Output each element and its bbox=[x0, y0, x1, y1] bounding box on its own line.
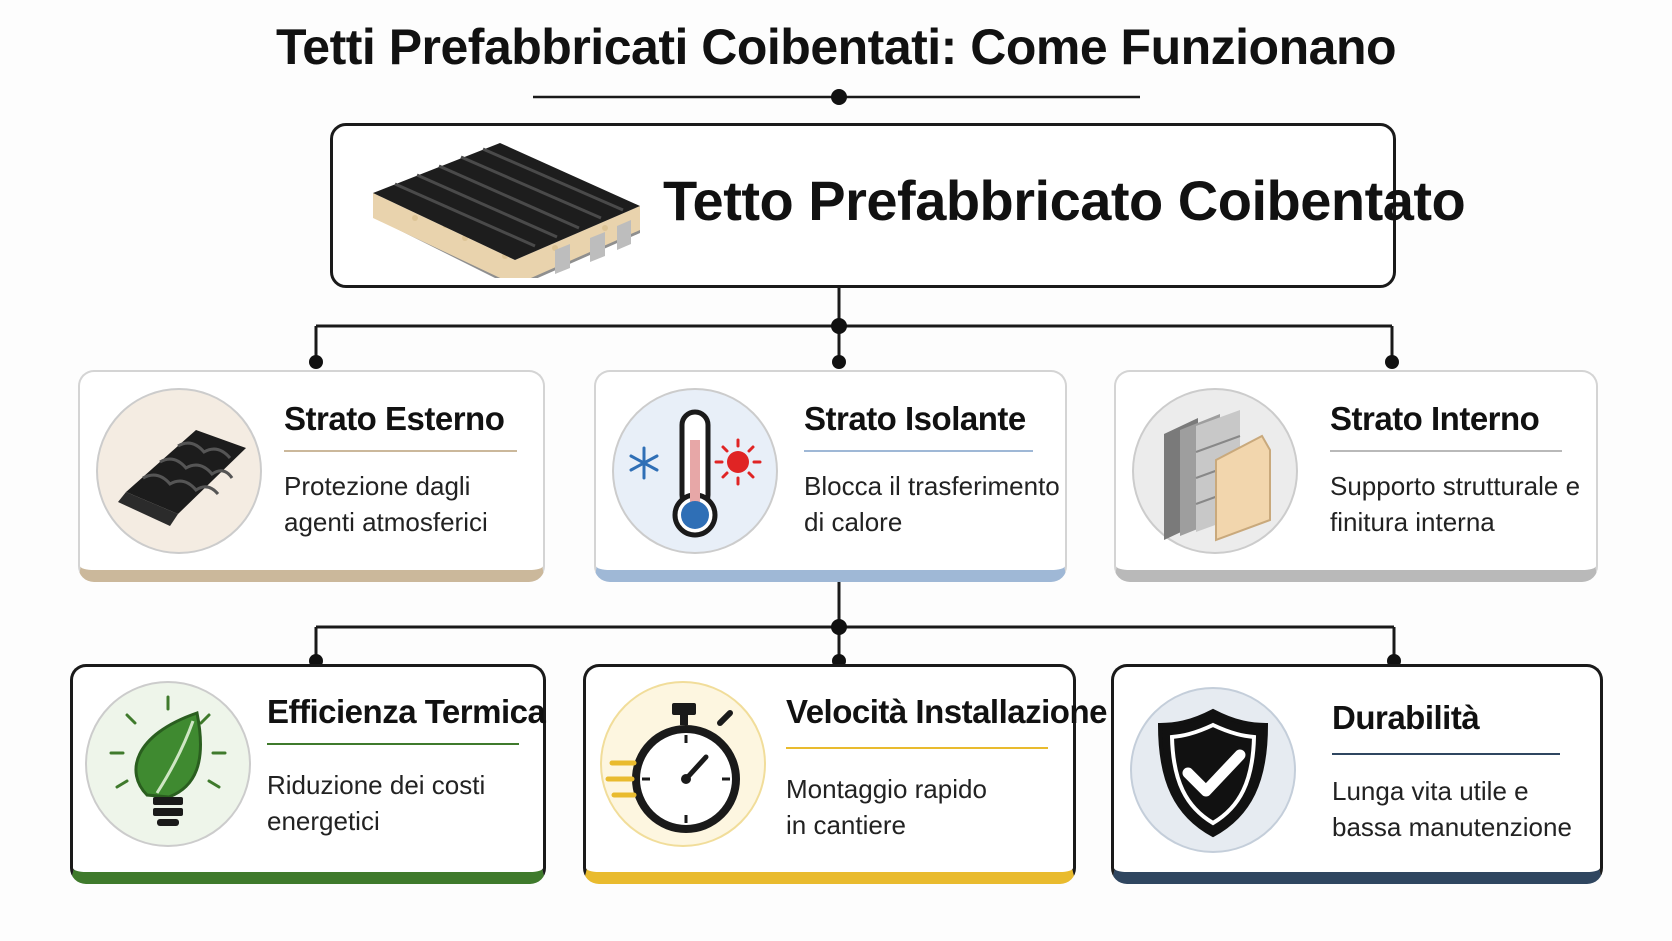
benefit-card-efficienza: Efficienza Termica Riduzione dei costi e… bbox=[70, 664, 546, 884]
benefit-card-velocita: Velocità Installazione Montaggio rapido … bbox=[583, 664, 1107, 884]
layer-interno-rule bbox=[1330, 450, 1562, 452]
layer-isolante-desc: Blocca il trasferimento di calore bbox=[804, 471, 1060, 537]
benefit-durabilita-desc: Lunga vita utile e bassa manutenzione bbox=[1332, 776, 1572, 842]
root-node: Tetto Prefabbricato Coibentato bbox=[330, 123, 1466, 288]
layer-isolante-rule bbox=[804, 450, 1033, 452]
benefit-velocita-desc: Montaggio rapido in cantiere bbox=[786, 774, 987, 840]
layer-card-isolante: Strato Isolante Blocca il trasferimento … bbox=[594, 370, 1067, 582]
layer-isolante-title: Strato Isolante bbox=[804, 400, 1026, 437]
layer-isolante-circle bbox=[612, 388, 778, 554]
leaf-bulb-icon bbox=[109, 695, 227, 826]
benefit-velocita-circle bbox=[600, 681, 766, 847]
benefit-efficienza-title: Efficienza Termica bbox=[267, 693, 546, 730]
shield-check-icon bbox=[1157, 708, 1269, 838]
page-title: Tetti Prefabbricati Coibentati: Come Fun… bbox=[275, 19, 1397, 75]
root-title: Tetto Prefabbricato Coibentato bbox=[663, 169, 1466, 232]
stopwatch-icon bbox=[605, 703, 740, 833]
benefit-card-durabilita: Durabilità Lunga vita utile e bassa manu… bbox=[1111, 664, 1603, 884]
benefit-durabilita-circle bbox=[1130, 687, 1296, 853]
layer-card-esterno: Strato Esterno Protezione dagli agenti a… bbox=[78, 370, 545, 582]
thermometer-icon bbox=[629, 409, 762, 538]
roof-panel-icon bbox=[373, 143, 640, 278]
roof-tile-icon bbox=[118, 430, 246, 526]
layer-card-interno: Strato Interno Supporto strutturale e fi… bbox=[1114, 370, 1598, 582]
layer-esterno-desc: Protezione dagli agenti atmosferici bbox=[284, 471, 488, 537]
benefit-velocita-rule bbox=[786, 747, 1048, 749]
benefit-efficienza-circle bbox=[85, 681, 251, 847]
benefit-durabilita-rule bbox=[1332, 753, 1560, 755]
layer-esterno-rule bbox=[284, 450, 517, 452]
layer-interno-circle bbox=[1132, 388, 1298, 554]
benefit-efficienza-desc: Riduzione dei costi energetici bbox=[267, 770, 486, 836]
benefit-efficienza-rule bbox=[267, 743, 519, 745]
layer-esterno-circle bbox=[96, 388, 262, 554]
benefit-durabilita-title: Durabilità bbox=[1332, 699, 1480, 736]
layer-interno-desc: Supporto strutturale e finitura interna bbox=[1330, 471, 1581, 537]
benefit-velocita-title: Velocità Installazione bbox=[786, 693, 1107, 730]
layer-interno-title: Strato Interno bbox=[1330, 400, 1540, 437]
wall-layers-icon bbox=[1164, 410, 1271, 542]
layer-esterno-title: Strato Esterno bbox=[284, 400, 505, 437]
